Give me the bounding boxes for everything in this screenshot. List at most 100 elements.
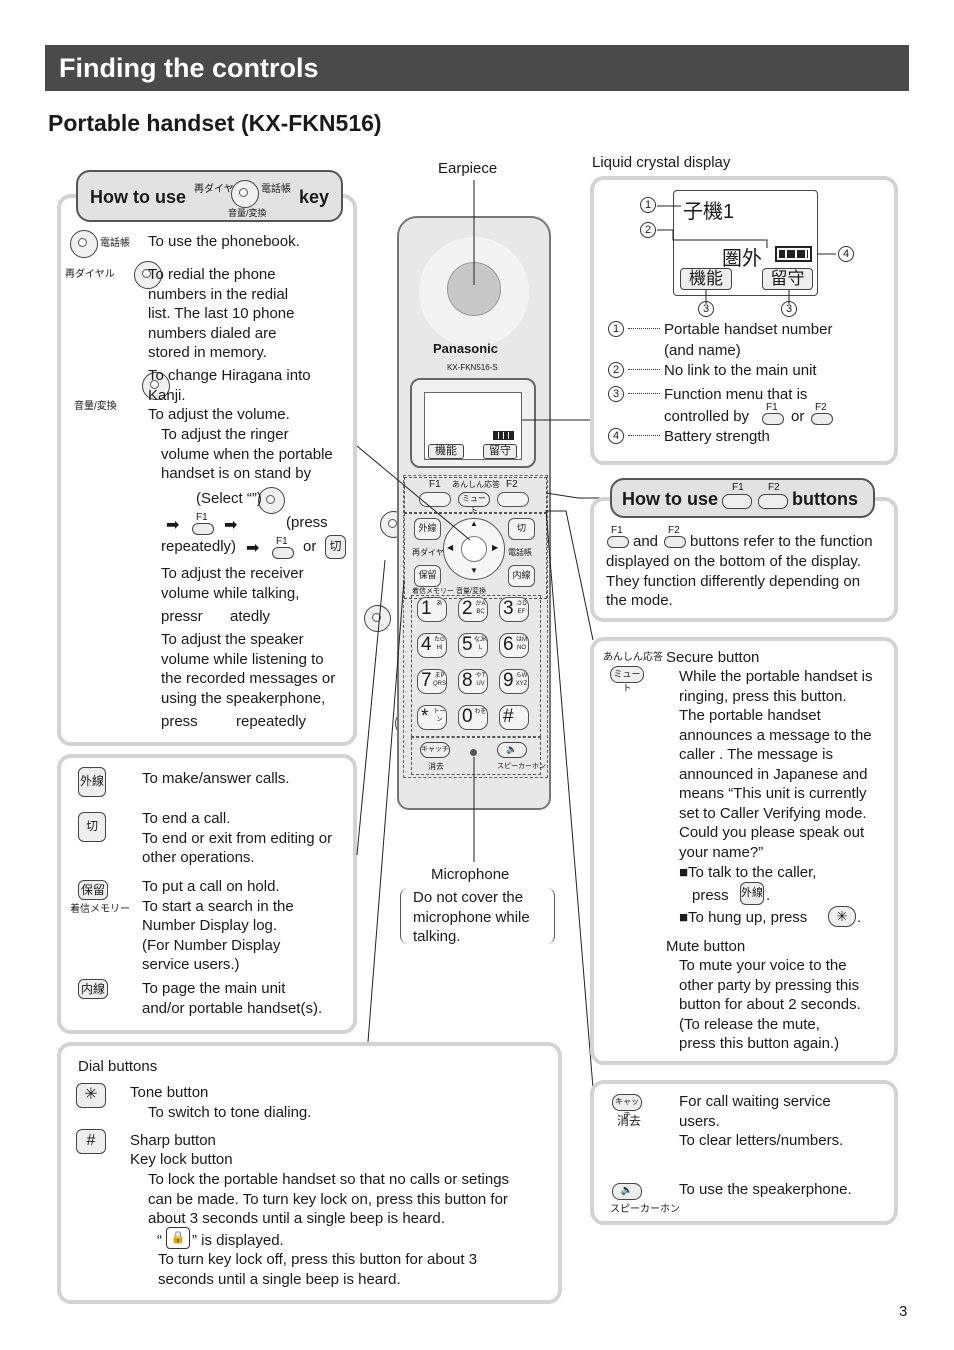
legend-text-3: Function menu that is [664, 386, 808, 403]
callout-4: 4 [838, 246, 854, 262]
speaker-key[interactable]: 🔈 [497, 742, 527, 758]
legend-text-4: Battery strength [664, 428, 770, 445]
mute-key[interactable]: ミュート [458, 492, 490, 515]
intercom-key-icon: 内線 [78, 979, 108, 999]
tone-desc: To switch to tone dialing. [148, 1104, 312, 1121]
arrow-icon: ➡ [166, 517, 180, 534]
secure-title: Secure button [666, 649, 760, 666]
make-answer-desc: To make/answer calls. [142, 770, 290, 787]
tone-key-icon: ✳ [828, 906, 856, 927]
page-number: 3 [899, 1303, 908, 1320]
callout-1: 1 [640, 197, 656, 213]
lcd-soft-left: 機能 [428, 444, 464, 459]
brand-logo: Panasonic [433, 341, 499, 356]
dial-heading: Dial buttons [78, 1058, 158, 1075]
f-buttons-desc: displayed on the bottom of the display. … [606, 553, 861, 609]
microphone-note: Do not cover the microphone while talkin… [400, 888, 555, 945]
nav-left-arrow-icon: ◀ [447, 543, 454, 552]
f2-button-icon [664, 536, 686, 548]
catch-key[interactable]: キャッチ [420, 742, 450, 758]
speaker-key-icon: 🔈 [612, 1183, 642, 1200]
nav-down-icon [142, 372, 171, 400]
f2-button-icon [758, 494, 788, 509]
legend-num-3: 3 [608, 386, 624, 402]
legend-text-2: No link to the main unit [664, 362, 817, 379]
secure-mute-box [590, 637, 898, 1065]
callout-3b: 3 [781, 301, 797, 317]
dial-keys-frame [411, 595, 541, 737]
lcd-diagram [673, 190, 818, 296]
page-title: Finding the controls [45, 45, 909, 91]
outside-line-key-icon: 外線 [78, 767, 106, 797]
f2-button-icon [811, 413, 833, 425]
legend-text-3b: controlled by [664, 408, 750, 425]
nav-icon-receiver [363, 605, 391, 632]
dial-key-star[interactable]: *トーン [417, 705, 447, 730]
legend-num-4: 4 [608, 428, 624, 444]
redial-desc: To redial the phone numbers in the redia… [148, 266, 295, 361]
lcd-soft-key-right: 留守 [762, 268, 813, 290]
outside-line-key-icon: 外線 [740, 882, 764, 905]
catch-desc: For call waiting service users. To clear… [679, 1093, 844, 1149]
tone-title: Tone button [130, 1084, 209, 1101]
f1-button-icon [192, 523, 214, 535]
f1-key[interactable] [419, 492, 451, 507]
lcd-battery-icon [775, 246, 812, 262]
nav-key-icon [231, 180, 259, 208]
nav-right-icon [70, 230, 98, 258]
sharp-key-icon: # [76, 1129, 106, 1154]
hold-desc: To put a call on hold. To start a search… [142, 878, 294, 973]
callout-2: 2 [640, 222, 656, 238]
lock-icon: 🔒 [166, 1227, 190, 1249]
speaker-desc: To use the speakerphone. [679, 1181, 852, 1198]
sharp-title: Sharp button [130, 1132, 216, 1149]
mute-key-icon: ミュート [610, 666, 644, 693]
navigator-center[interactable] [461, 536, 487, 562]
legend-text-1: Portable handset number (and name) [664, 321, 833, 359]
keypad-frame [403, 475, 548, 778]
end-key-icon: 切 [325, 535, 346, 559]
bottom-keys-frame [411, 737, 541, 775]
hold-key-icon: 保留 [78, 880, 108, 900]
arrow-icon: ➡ [224, 517, 238, 534]
earpiece-label: Earpiece [438, 160, 498, 177]
end-key[interactable]: 切 [508, 518, 535, 540]
lock-title: Key lock button [130, 1151, 233, 1168]
receiver-desc: To adjust the receiver volume while talk… [161, 565, 304, 602]
legend-num-2: 2 [608, 362, 624, 378]
intercom-key[interactable]: 内線 [508, 565, 535, 587]
talk-line: ■To talk to the caller, [679, 864, 817, 881]
nav-down-arrow-icon: ▼ [470, 566, 478, 575]
microphone-hole [470, 749, 477, 756]
f2-key[interactable] [497, 492, 529, 507]
lock-desc: To lock the portable handset so that no … [148, 1171, 510, 1227]
f1-button-icon [607, 536, 629, 548]
dial-buttons-box [57, 1042, 562, 1304]
callout-3a: 3 [698, 301, 714, 317]
top-keys-frame [404, 477, 547, 513]
nav-right-arrow-icon: ▶ [492, 543, 499, 552]
lcd-soft-key-left: 機能 [680, 268, 732, 290]
hold-key[interactable]: 保留 [414, 565, 441, 587]
ringer-desc: To adjust the ringer volume when the por… [161, 426, 333, 482]
f1-button-icon [272, 547, 294, 559]
secure-desc: While the portable handset is ringing, p… [679, 668, 873, 861]
section-subtitle: Portable handset (KX-FKN516) [48, 110, 382, 136]
lcd-handset-name: 子機1 [683, 201, 735, 223]
dial-key-hash[interactable]: # [499, 705, 529, 730]
volume-desc: To change Hiragana into Kanji. To adjust… [148, 367, 311, 423]
arrow-icon: ➡ [246, 540, 260, 557]
microphone-label: Microphone [431, 866, 510, 883]
outside-line-key[interactable]: 外線 [414, 518, 441, 540]
nav-key-box-title: How to use 再ダイヤル 電話帳 音量/変換 key [76, 170, 343, 222]
